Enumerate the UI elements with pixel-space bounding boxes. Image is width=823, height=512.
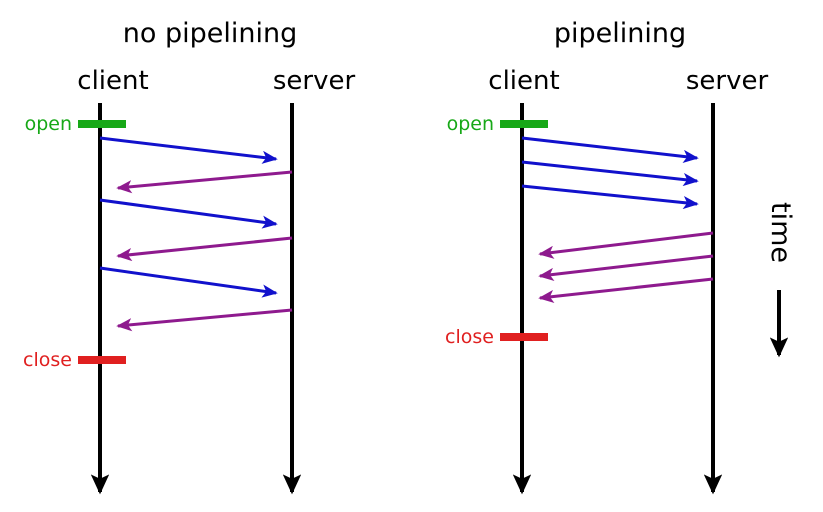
message-response-1 [116,170,293,194]
panel-no-pipelining [78,103,302,495]
message-request-2 [99,198,278,229]
message-request-1 [521,136,699,163]
event-label-close-no-pipelining: close [23,349,72,371]
actor-label-client-no-pipelining: client [77,66,149,96]
message-response-1 [538,231,714,259]
message-response-2 [538,254,714,281]
message-request-1 [99,136,278,164]
time-axis-label: time [765,202,796,264]
actor-label-client-pipelining: client [488,66,560,96]
panel-title-no-pipelining: no pipelining [122,18,298,49]
message-response-3 [116,308,293,332]
message-response-3 [538,277,714,304]
event-label-open-no-pipelining: open [24,113,72,135]
actor-label-server-pipelining: server [685,66,769,96]
actor-label-server-no-pipelining: server [272,66,356,96]
event-label-open-pipelining: open [446,113,494,135]
event-label-close-pipelining: close [445,326,494,348]
message-request-3 [521,184,699,210]
message-request-3 [99,266,278,298]
message-request-2 [521,160,699,187]
panel-pipelining [500,103,723,495]
message-response-2 [116,236,293,262]
panel-title-pipelining: pipelining [553,18,687,49]
